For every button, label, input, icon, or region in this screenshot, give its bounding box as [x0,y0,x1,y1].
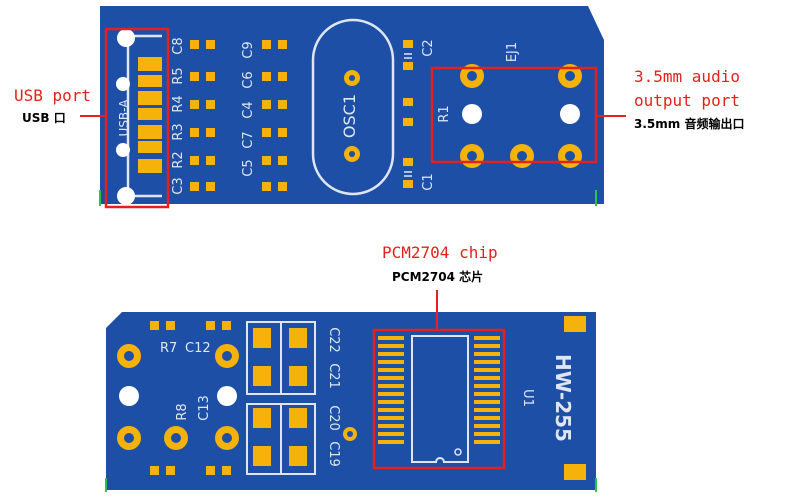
bottom-board: R7 C12 R8 C13 C22 C21 C20 C19 U1 [105,312,597,492]
svg-text:C22: C22 [326,327,341,353]
svg-text:R4: R4 [171,95,186,112]
bottom-silk-labels: R7 C12 R8 C13 C22 C21 C20 C19 U1 [160,327,535,467]
left-silk-labels: C8 R5 R4 R3 R2 C3 [171,37,186,194]
bottom-round-pads [117,344,357,450]
oscillator-osc1: OSC1 [311,18,395,196]
svg-text:R5: R5 [171,67,186,84]
audio-port-label-cn: 3.5mm 音频输出口 [634,117,745,131]
svg-text:R7: R7 [160,341,177,356]
pcm2704-highlight-box [372,328,506,470]
svg-text:U1: U1 [520,389,535,407]
usb-a-connector: USB-A [110,29,162,205]
svg-text:C21: C21 [326,363,341,389]
usb-a-silk: USB-A [117,99,131,137]
svg-text:R2: R2 [171,151,186,168]
mid-silk-labels: C9 C6 C4 C7 C5 [241,41,256,176]
svg-text:C5: C5 [241,159,256,176]
svg-text:C20: C20 [326,405,341,431]
svg-text:C8: C8 [171,37,186,54]
svg-text:C13: C13 [197,395,212,421]
svg-text:C12: C12 [185,341,211,356]
svg-text:C6: C6 [241,71,256,88]
svg-text:C4: C4 [241,101,256,118]
bottom-capacitor-block [246,321,316,475]
svg-text:C2: C2 [421,39,436,56]
pcm2704-footprint [378,335,500,463]
usb-port-label-cn: USB 口 [22,111,66,125]
right-silk-marks [404,53,412,177]
osc1-silk: OSC1 [340,94,359,138]
top-board: USB-A C8 R5 R4 R3 R2 C3 [99,6,604,206]
right-smd-pads [403,40,413,188]
svg-text:C7: C7 [241,131,256,148]
usb-port-label: USB port [14,86,92,105]
ic-left-pins [378,336,404,444]
svg-text:R1: R1 [437,105,452,122]
chip-label-cn: PCM2704 芯片 [392,270,484,284]
audio-jack-ej1: EJ1 [460,42,582,168]
svg-text:C3: C3 [171,177,186,194]
ej1-silk: EJ1 [505,42,520,62]
chip-label: PCM2704 chip [382,243,498,262]
audio-port-label-line2: output port [634,91,740,110]
left-smd-pads [190,40,215,191]
board-name-silk: HW-255 [551,354,575,442]
svg-text:R3: R3 [171,123,186,140]
svg-text:C19: C19 [326,441,341,467]
svg-text:C9: C9 [241,41,256,58]
mid-smd-pads [262,40,287,191]
right-silk-labels: C2 R1 C1 [421,39,452,190]
svg-text:R8: R8 [175,403,190,420]
svg-text:C1: C1 [421,173,436,190]
ic-right-pins [474,336,500,444]
usb-port-highlight-box [104,27,170,209]
audio-port-label-line1: 3.5mm audio [634,67,740,86]
